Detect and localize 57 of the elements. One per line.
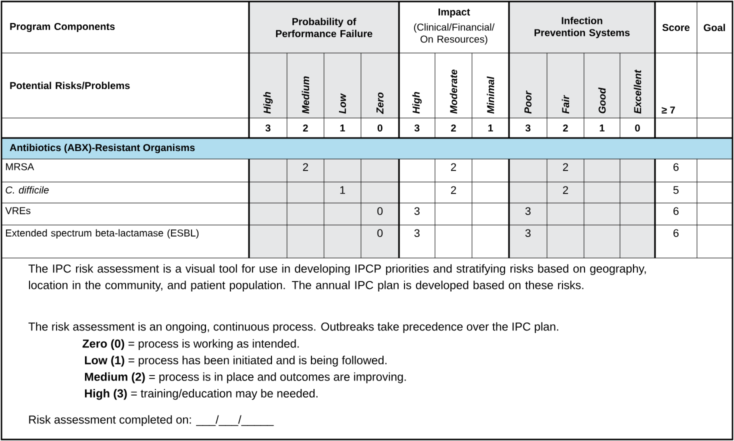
completion-line-text: Risk assessment completed on: ___/___/_____ — [29, 415, 274, 426]
table-cell: 0 — [378, 124, 382, 132]
note-text: The IPC risk assessment is a visual tool for use in developing IPCP priorities and stratifying risks based on geography, location in the community, and patient population. The annual IPC plan is developed based on these risks. — [28, 264, 646, 292]
table-cell: MRSA — [6, 163, 34, 170]
table-cell: 3 — [509, 203, 547, 225]
table-cell: 2 — [451, 163, 456, 171]
scale-definition: High (3) = training/education may be needed. — [85, 389, 318, 400]
column-header: Impact — [438, 8, 470, 18]
table-cell: 2 — [303, 124, 308, 132]
table-cell: 3 — [265, 124, 270, 132]
section-band: Antibiotics (ABX)-Resistant Organisms — [2, 138, 732, 159]
table-cell: 6 — [674, 207, 679, 215]
rotated-header: Moderate — [450, 70, 458, 114]
table-cell: 3 — [414, 207, 420, 215]
rotated-header: Medium — [287, 53, 324, 118]
table-cell: 1 — [600, 124, 604, 132]
rotated-header: Fair — [547, 53, 584, 118]
scale-definition: Medium (2) = process is in place and outcomes are improving. — [85, 372, 406, 384]
table-cell: 3 — [509, 225, 547, 258]
table-cell: 6 — [674, 163, 679, 171]
rotated-header: Minimal — [486, 76, 494, 114]
column-header: Score — [662, 24, 690, 32]
table-cell: Extended spectrum beta-lactamase (ESBL) — [6, 229, 199, 238]
table-cell: VREs — [5, 207, 30, 214]
table-cell: 0 — [635, 124, 640, 132]
rotated-header: Good — [584, 53, 620, 118]
table-cell: 3 — [414, 124, 420, 132]
table-cell: 1 — [488, 124, 493, 132]
column-header: Potential Risks/Problems — [10, 82, 130, 90]
rotated-header: High — [412, 92, 422, 114]
rotated-header: Low — [324, 53, 361, 118]
table-cell: 2 — [287, 159, 324, 182]
table-cell: 5 — [673, 186, 679, 194]
column-header: Program Components — [10, 22, 115, 32]
table-cell: 3 — [414, 229, 420, 237]
scale-definition: Zero (0) = process is working as intended. — [82, 339, 299, 350]
table-cell: 6 — [674, 229, 679, 237]
table-cell: 1 — [340, 124, 345, 132]
table-cell: 0 — [361, 225, 399, 258]
scale-definition: Low (1) = process has been initiated and is being followed. — [85, 356, 386, 367]
rotated-header: High — [249, 53, 287, 118]
note-text: The risk assessment is an ongoing, continuous process. Outbreaks take precedence over the IPC plan. — [28, 322, 558, 334]
column-header: ≥ 7 — [662, 106, 675, 114]
table-cell: 1 — [324, 182, 361, 203]
rotated-header: Zero — [361, 53, 399, 118]
table-cell: 2 — [563, 124, 568, 132]
table-cell: 2 — [547, 182, 584, 203]
rotated-header: Poor — [509, 53, 547, 118]
table-cell: 2 — [547, 159, 584, 182]
table-cell: 0 — [361, 203, 399, 225]
column-header: (Clinical/Financial/ On Resources) — [414, 23, 495, 45]
table-cell: 2 — [451, 186, 456, 194]
table-cell: C. difficile — [6, 186, 49, 194]
column-header: Goal — [704, 24, 725, 32]
rotated-header: Excellent — [620, 53, 655, 118]
table-cell: 2 — [451, 124, 456, 132]
table-cell: 3 — [525, 124, 530, 132]
